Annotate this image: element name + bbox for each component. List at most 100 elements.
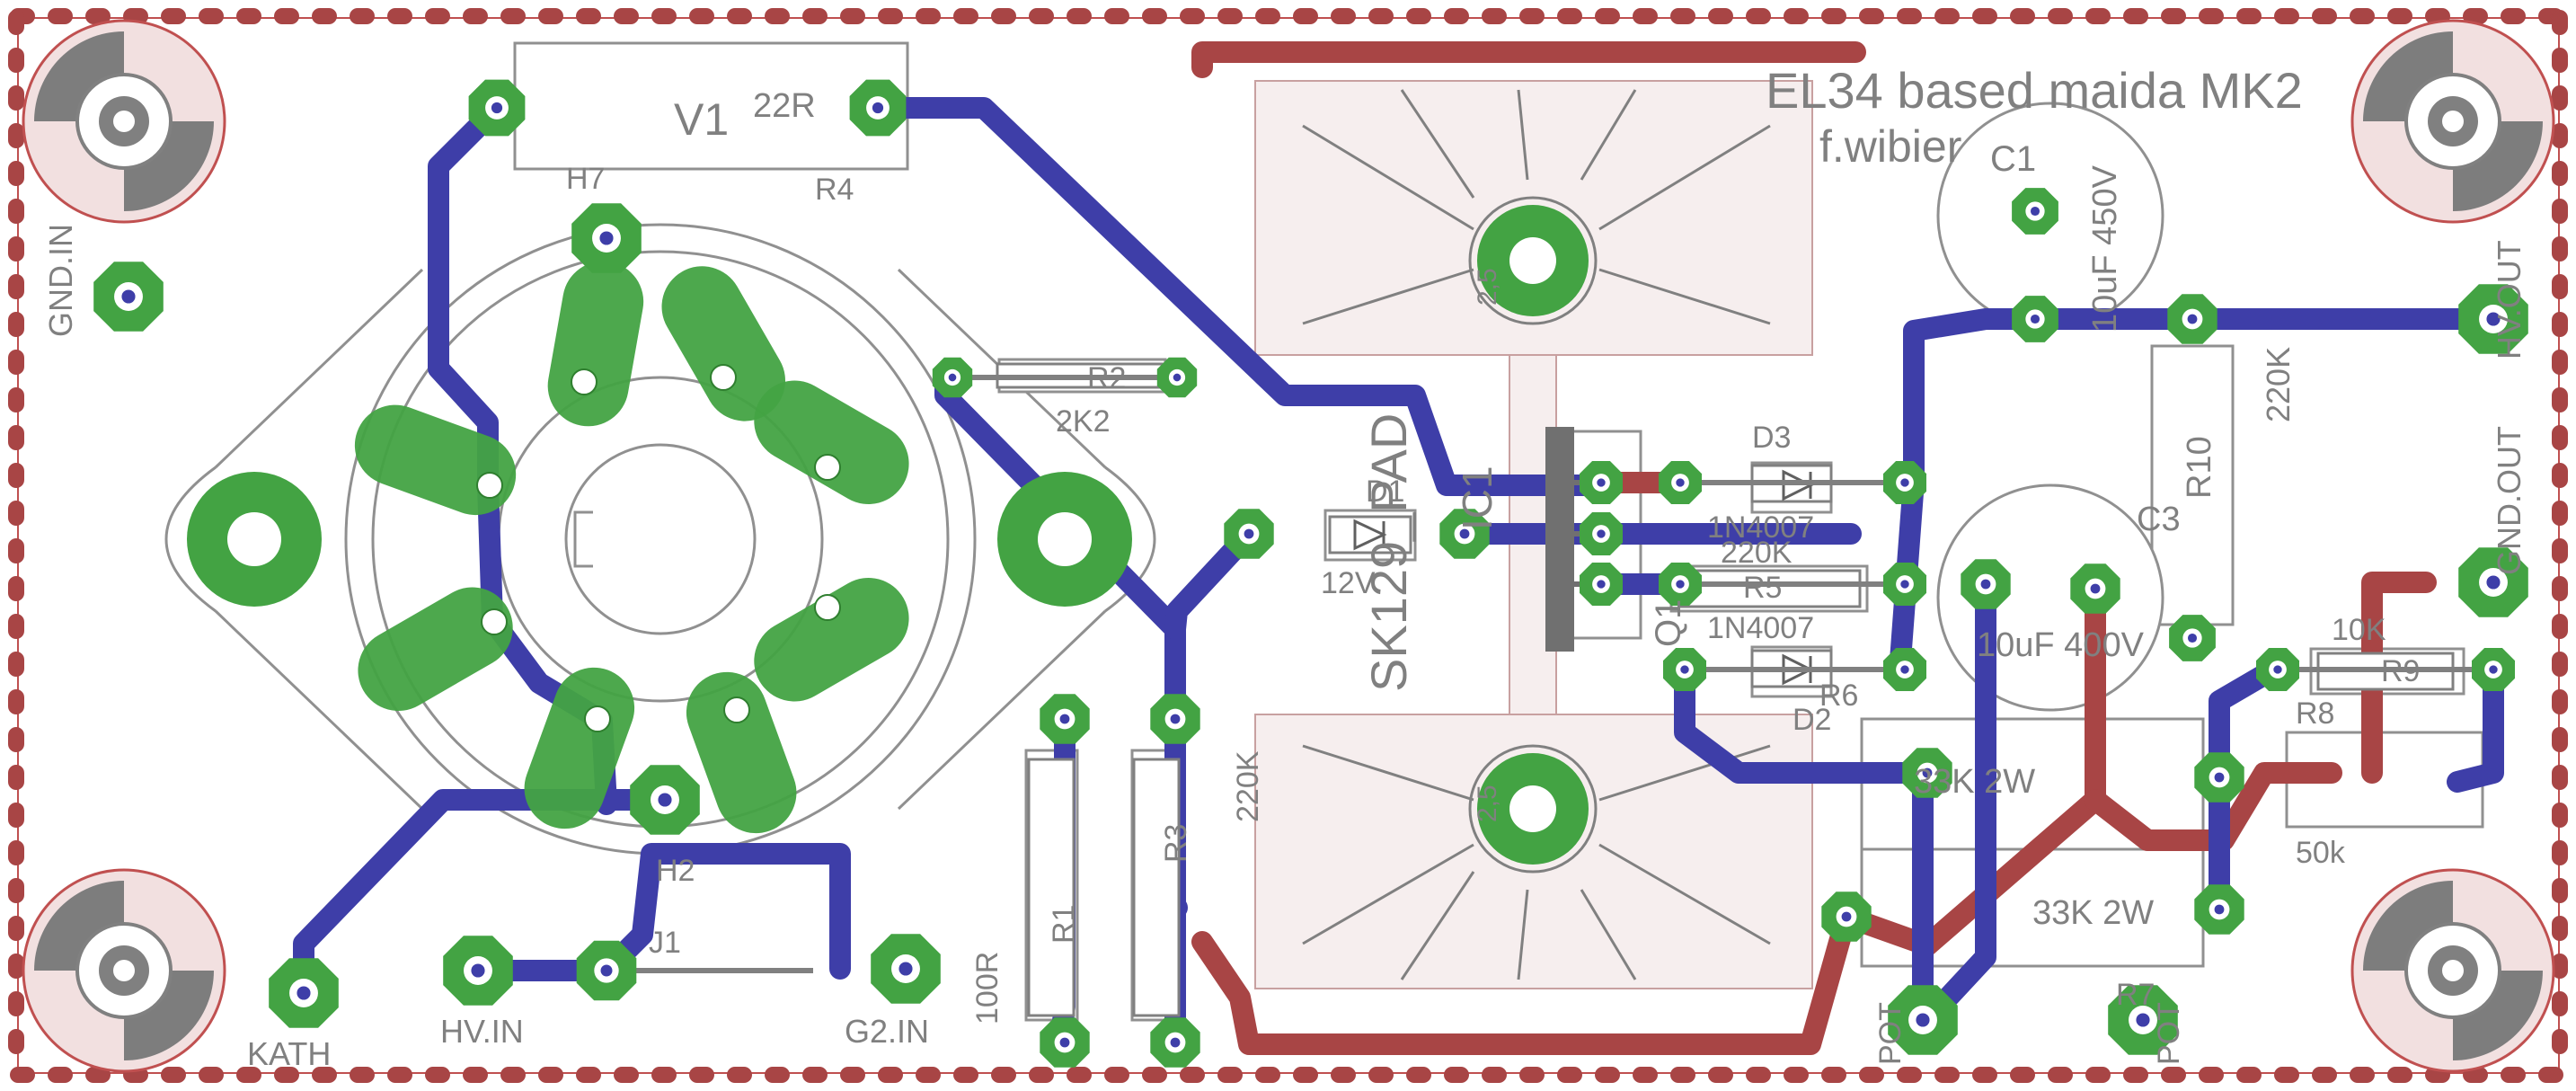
pad-via-24 bbox=[1680, 665, 1689, 674]
pad-via-41 bbox=[2136, 1013, 2150, 1027]
label-gnd-in: GND.IN bbox=[42, 224, 79, 337]
pad-via-21 bbox=[1900, 478, 1909, 487]
label-r8-name: R8 bbox=[2296, 696, 2334, 731]
pad-via-39 bbox=[2214, 904, 2225, 915]
pad-via-36 bbox=[1841, 911, 1852, 922]
mounting-hole-bottom-right bbox=[2350, 868, 2555, 1073]
pad-via-26 bbox=[2030, 206, 2040, 217]
label-r2-name: R2 bbox=[1087, 361, 1126, 395]
label-r4-name: R4 bbox=[815, 173, 854, 207]
tube-pin-holes bbox=[476, 364, 841, 732]
board-title: EL34 based maida MK2 bbox=[1766, 62, 2303, 119]
label-100r: 100R bbox=[970, 952, 1005, 1024]
transistor-body bbox=[1545, 427, 1574, 652]
label-d2-name: D2 bbox=[1793, 703, 1831, 737]
label-33k-bottom: 33K 2W bbox=[2032, 894, 2154, 932]
label-r5-name: R5 bbox=[1743, 571, 1782, 605]
pad-via-3 bbox=[121, 289, 136, 304]
mounting-hole-top-right bbox=[2350, 19, 2555, 224]
pad-via-34 bbox=[2273, 665, 2282, 674]
label-r2-value: 2K2 bbox=[1056, 404, 1111, 439]
label-r10-value: 220K bbox=[2260, 347, 2297, 422]
label-r9-value: 10K bbox=[2332, 613, 2386, 647]
label-r8-value: 50k bbox=[2296, 836, 2346, 870]
label-pot-left: POT bbox=[1873, 1002, 1908, 1065]
silkscreen-text: EL34 based maida MK2 f.wibier V1 22R R4 … bbox=[42, 62, 2527, 1072]
label-d3-name: D3 bbox=[1752, 421, 1791, 455]
label-q1: Q1 bbox=[1649, 599, 1688, 647]
pad-via-37 bbox=[1922, 767, 1933, 778]
pad-via-15 bbox=[1059, 1037, 1070, 1048]
label-c1-name: C1 bbox=[1990, 139, 2036, 179]
label-r5-value: 220K bbox=[1721, 536, 1793, 570]
pad-via-25 bbox=[1900, 665, 1909, 674]
label-heatsink-top-value: 2,5 bbox=[1473, 268, 1502, 306]
pad-via-12 bbox=[1459, 528, 1470, 539]
pad-via-7 bbox=[600, 964, 613, 977]
pad-via-14 bbox=[1170, 714, 1181, 724]
tube-pins bbox=[354, 261, 909, 834]
pad-via-8 bbox=[899, 962, 913, 976]
component-pads bbox=[93, 79, 2528, 1068]
label-r3-value: 220K bbox=[1231, 750, 1265, 822]
pad-via-35 bbox=[2489, 665, 2498, 674]
pad-via-28 bbox=[2187, 314, 2198, 324]
label-j1: J1 bbox=[649, 926, 681, 960]
pad-via-22 bbox=[1676, 580, 1685, 589]
label-r7: R7 bbox=[2116, 978, 2155, 1012]
tube-key-notch bbox=[573, 510, 593, 568]
label-heatsink-pad: SK129_PAD bbox=[1360, 413, 1417, 692]
board-edge-dashes bbox=[8, 8, 2568, 1083]
pad-via-23 bbox=[1900, 580, 1909, 589]
label-ic1: IC1 bbox=[1454, 466, 1500, 530]
label-r6: R6 bbox=[1819, 679, 1858, 713]
pad-via-2 bbox=[599, 231, 614, 245]
label-c3-name: C3 bbox=[2137, 501, 2181, 538]
board-author: f.wibier bbox=[1819, 121, 1961, 172]
label-h7: H7 bbox=[566, 162, 605, 196]
pad-via-20 bbox=[1676, 478, 1685, 487]
pad-via-9 bbox=[948, 373, 957, 382]
label-hv-in: HV.IN bbox=[440, 1013, 524, 1050]
label-d3-value: 1N4007 bbox=[1707, 510, 1814, 545]
pad-via-17 bbox=[1597, 478, 1606, 487]
label-g2-in: G2.IN bbox=[845, 1013, 929, 1050]
label-r10-name: R10 bbox=[2181, 436, 2218, 499]
pad-via-31 bbox=[2090, 583, 2101, 594]
pad-via-27 bbox=[2030, 314, 2040, 324]
pad-via-29 bbox=[2187, 633, 2198, 643]
label-c1-value: 10uF 450V bbox=[2086, 164, 2124, 333]
mounting-hole-top-left bbox=[22, 19, 226, 224]
label-c3-value: 10uF 400V bbox=[1977, 626, 2145, 664]
pad-via-18 bbox=[1597, 529, 1606, 538]
pad-via-33 bbox=[2486, 575, 2501, 590]
wire-links bbox=[611, 375, 2493, 973]
label-r3: R3 bbox=[1159, 824, 1193, 863]
label-pot-right: POT bbox=[2152, 1002, 2186, 1065]
label-d2-value: 1N4007 bbox=[1707, 611, 1814, 645]
pad-via-40 bbox=[1916, 1013, 1930, 1027]
label-kath: KATH bbox=[247, 1035, 331, 1072]
pad-via-4 bbox=[658, 793, 672, 807]
pad-via-10 bbox=[1173, 373, 1182, 382]
mounting-hole-bottom-left bbox=[22, 868, 226, 1073]
label-gnd-out: GND.OUT bbox=[2491, 426, 2527, 575]
pad-via-6 bbox=[471, 963, 485, 978]
pad-via-5 bbox=[297, 986, 311, 1000]
large-round-pads bbox=[187, 205, 1589, 865]
pad-via-11 bbox=[1244, 528, 1254, 539]
label-hv-out: HV.OUT bbox=[2491, 240, 2527, 359]
pad-via-13 bbox=[1059, 714, 1070, 724]
pad-via-16 bbox=[1170, 1037, 1181, 1048]
pad-via-38 bbox=[2214, 772, 2225, 783]
pad-via-32 bbox=[2486, 312, 2501, 326]
label-r1: R1 bbox=[1047, 905, 1081, 944]
label-v1: V1 bbox=[674, 94, 729, 145]
label-d1-name: D1 bbox=[1366, 475, 1404, 509]
pad-via-30 bbox=[1980, 579, 1991, 590]
label-r9-name: R9 bbox=[2381, 654, 2420, 688]
label-h2: H2 bbox=[656, 854, 695, 888]
pad-via-19 bbox=[1597, 580, 1606, 589]
label-d1-value: 12V bbox=[1321, 566, 1376, 600]
